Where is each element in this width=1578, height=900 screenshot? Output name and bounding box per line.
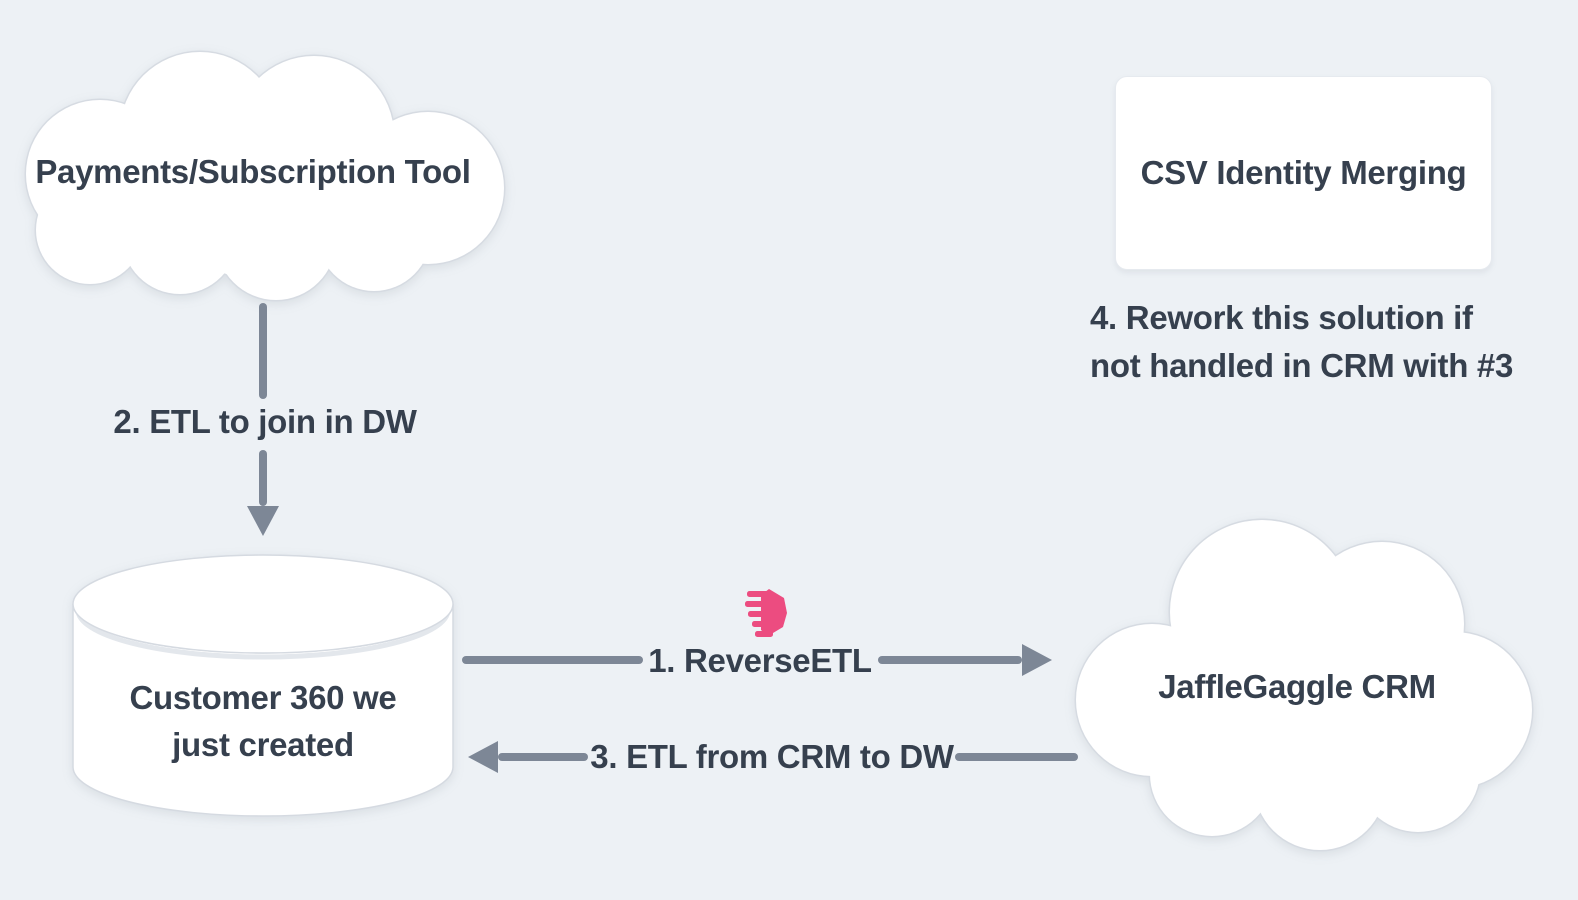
etl-to-dw-arrow-segment-bottom <box>259 450 267 506</box>
csv-merging-box: CSV Identity Merging <box>1115 76 1492 270</box>
etl-from-crm-arrow-line-right <box>955 753 1078 761</box>
customer360-label-line2: just created <box>172 726 354 763</box>
etl-from-crm-label: 3. ETL from CRM to DW <box>590 738 954 775</box>
rework-note-line2: not handled in CRM with #3 <box>1090 347 1514 384</box>
customer360-cylinder-shape <box>72 554 454 817</box>
reverse-etl-arrow-line-left <box>462 656 643 664</box>
customer360-label: Customer 360 we just created <box>130 674 397 768</box>
crm-cloud-label: JaffleGaggle CRM <box>1158 668 1436 705</box>
payments-cloud-label: Payments/Subscription Tool <box>35 153 471 190</box>
rework-note-line1: 4. Rework this solution if <box>1090 299 1473 336</box>
etl-from-crm-arrow-line-left <box>498 753 588 761</box>
csv-merging-label: CSV Identity Merging <box>1140 154 1467 191</box>
crm-cloud-shape <box>1074 518 1534 852</box>
rework-note: 4. Rework this solution if not handled i… <box>1090 294 1513 390</box>
customer360-label-line1: Customer 360 we <box>129 679 397 716</box>
payments-cloud-shape <box>24 50 506 302</box>
etl-to-dw-arrow-segment-top <box>259 303 267 399</box>
etl-to-dw-label: 2. ETL to join in DW <box>113 403 417 440</box>
etl-from-crm-arrowhead <box>468 741 498 773</box>
etl-to-dw-arrowhead <box>247 506 279 536</box>
hightouch-icon <box>745 589 787 637</box>
reverse-etl-arrowhead <box>1022 644 1052 676</box>
reverse-etl-label: 1. ReverseETL <box>648 642 872 679</box>
reverse-etl-arrow-line-right <box>878 656 1022 664</box>
